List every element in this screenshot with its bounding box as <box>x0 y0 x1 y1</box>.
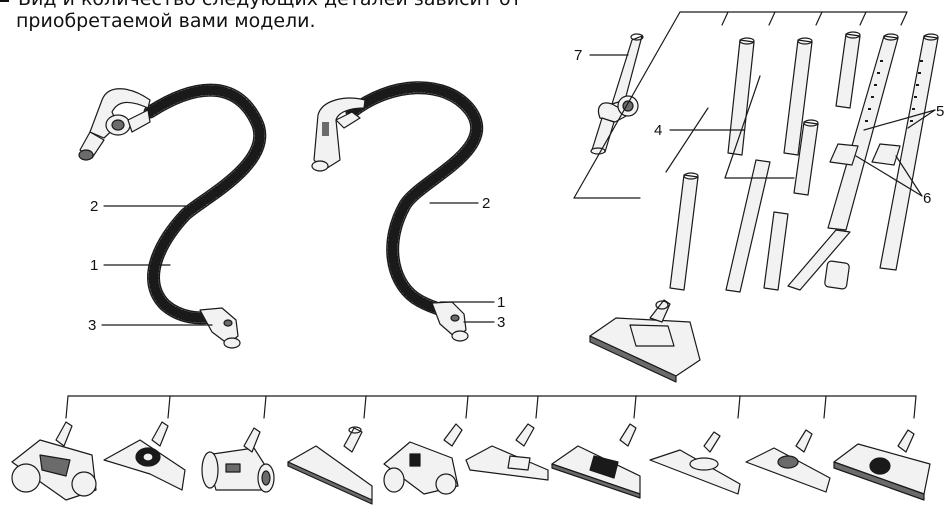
model-note-line-1: Вид и количество следующих деталей завис… <box>0 0 522 10</box>
nozzle-ticks <box>65 395 917 419</box>
model-note: Вид и количество следующих деталей завис… <box>0 0 522 32</box>
callout-3-right: 3 <box>497 314 505 331</box>
callout-1-left: 1 <box>90 257 98 274</box>
hose-left-handle <box>78 88 151 161</box>
note-line1-text: Вид и количество следующих деталей завис… <box>18 0 522 10</box>
model-note-line-2: приобретаемой вами модели. <box>16 10 316 32</box>
hose-right-swivel-end <box>431 301 469 342</box>
callout-2-right: 2 <box>482 195 490 212</box>
nozzle-turbo-10 <box>833 429 931 501</box>
nozzle-cylinder-3 <box>201 427 275 493</box>
nozzle-floor-6 <box>465 423 549 481</box>
callout-1-right: 1 <box>497 294 505 311</box>
hose-left-swivel-end <box>199 307 241 349</box>
hose-right: 2 1 3 <box>311 81 505 342</box>
nozzle-flat-8 <box>649 431 741 495</box>
callout-5: 5 <box>936 103 944 120</box>
pipes-bracket <box>573 11 908 199</box>
nozzle-rotary-2 <box>103 421 186 491</box>
hose-right-handle <box>311 97 366 172</box>
callout-2-left: 2 <box>90 198 98 215</box>
extension-pipes: 4 <box>654 31 861 293</box>
callout-7: 7 <box>574 47 582 64</box>
nozzle-turbo-1 <box>11 421 97 501</box>
floor-nozzle-main <box>589 299 701 383</box>
adjust-holes <box>865 60 923 122</box>
nozzle-floor-7 <box>551 423 641 499</box>
callout-3-left: 3 <box>88 317 96 334</box>
nozzle-flat-4 <box>287 426 373 505</box>
nozzle-floor-9 <box>745 429 831 493</box>
nozzle-turbo-5 <box>383 423 463 495</box>
hose-left: 2 1 3 <box>78 83 267 349</box>
callout-6: 6 <box>923 190 931 207</box>
telescopic-pipes: 5 6 <box>787 33 944 291</box>
nozzle-row <box>11 395 931 505</box>
callout-4: 4 <box>654 122 662 139</box>
bullet-icon <box>0 0 9 2</box>
